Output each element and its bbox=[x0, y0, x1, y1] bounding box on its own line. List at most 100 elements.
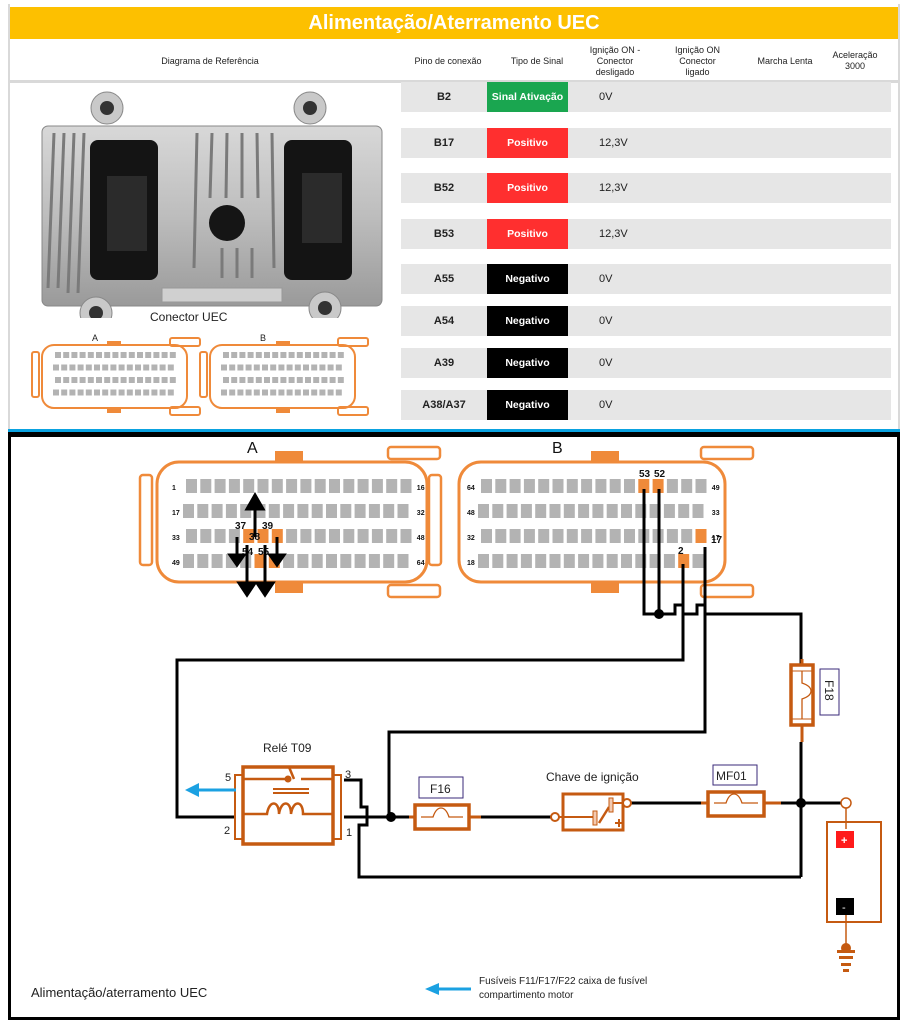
value-ign-off: 0V bbox=[599, 273, 613, 285]
mini-connector-pin bbox=[118, 389, 125, 396]
pin-row-label: 32 bbox=[467, 535, 475, 542]
battery-minus-label: - bbox=[842, 902, 846, 914]
connector-pin bbox=[386, 529, 398, 543]
fuse-mf01-label: MF01 bbox=[716, 769, 747, 783]
footer-note-line2: compartimento motor bbox=[479, 990, 574, 1001]
highlighted-pin bbox=[243, 529, 255, 543]
mini-connector-pin bbox=[145, 377, 152, 383]
section-divider bbox=[8, 429, 900, 432]
mini-connector-pin bbox=[126, 389, 133, 396]
mini-connector-pin bbox=[245, 364, 252, 371]
connector-pin bbox=[211, 554, 223, 568]
value-ign-off: 12,3V bbox=[599, 182, 628, 194]
diagram-footer-title: Alimentação/aterramento UEC bbox=[31, 985, 208, 1000]
connector-pin bbox=[666, 479, 678, 493]
mini-connector-a-latch bbox=[169, 406, 201, 416]
connector-pin bbox=[214, 479, 226, 493]
connector-pin bbox=[649, 504, 661, 518]
connector-pin bbox=[186, 479, 197, 493]
connector-pin bbox=[578, 554, 590, 568]
battery-plus-label: + bbox=[841, 835, 847, 847]
mini-connector-pin bbox=[137, 377, 143, 383]
mini-connector-pin bbox=[303, 364, 309, 371]
connector-pin bbox=[211, 504, 223, 518]
mini-connector-pin bbox=[311, 364, 318, 371]
fuse-f16-label: F16 bbox=[430, 782, 451, 796]
connector-pin bbox=[183, 554, 194, 568]
pin-row-label: 17 bbox=[172, 510, 180, 517]
value-ign-off: 12,3V bbox=[599, 137, 628, 149]
mini-connector-pin bbox=[161, 377, 168, 383]
mini-connector-pin bbox=[253, 389, 260, 396]
mini-connector-pin bbox=[223, 377, 229, 383]
mini-connector-pin bbox=[169, 377, 176, 383]
mini-connector-pin bbox=[104, 377, 111, 383]
mini-connector-pin bbox=[221, 364, 227, 371]
connector-pin bbox=[340, 504, 352, 518]
mini-connector-diagram: A B bbox=[31, 333, 369, 416]
highlighted-pin bbox=[254, 554, 266, 568]
pin-row-label: 49 bbox=[712, 485, 720, 492]
mini-connector-pin bbox=[85, 364, 92, 371]
connector-pin bbox=[692, 554, 704, 568]
mini-connector-pin bbox=[61, 389, 68, 396]
mini-connector-pin bbox=[118, 364, 125, 371]
mini-connector-b-latch bbox=[337, 337, 369, 347]
connector-pin bbox=[214, 529, 226, 543]
connector-pin bbox=[225, 554, 237, 568]
connector-pin bbox=[595, 529, 607, 543]
mini-connector-pin bbox=[102, 389, 109, 396]
mini-connector-pin bbox=[286, 389, 293, 396]
mini-connector-pin bbox=[278, 389, 285, 396]
pin-row-label: 32 bbox=[417, 510, 425, 517]
connector-pin bbox=[681, 479, 693, 493]
mini-connector-pin bbox=[237, 389, 244, 396]
mini-connector-pin bbox=[69, 389, 76, 396]
connector-pin bbox=[666, 529, 678, 543]
junction-dot bbox=[796, 798, 806, 808]
junction-dot bbox=[654, 609, 664, 619]
connector-pin bbox=[621, 554, 632, 568]
mini-connector-pin bbox=[311, 389, 318, 396]
mini-connector-pin bbox=[303, 389, 309, 396]
mini-connector-pin bbox=[286, 364, 293, 371]
pin-row-label: 33 bbox=[172, 535, 180, 542]
mini-connector-pin bbox=[255, 352, 262, 358]
connector-pin bbox=[340, 554, 352, 568]
value-ign-off: 0V bbox=[599, 315, 613, 327]
mini-connector-pin bbox=[327, 389, 334, 396]
connector-pin bbox=[254, 504, 266, 518]
mini-connector-pin bbox=[321, 352, 328, 358]
signal-type-badge: Negativo bbox=[487, 348, 568, 378]
connector-pin bbox=[492, 504, 504, 518]
connector-pin bbox=[383, 504, 395, 518]
footer-note-line1: Fusíveis F11/F17/F22 caixa de fusível bbox=[479, 976, 648, 987]
wires bbox=[175, 489, 841, 879]
highlighted-pin bbox=[257, 529, 269, 543]
mini-connector-pin bbox=[79, 352, 86, 358]
mini-connector-pin bbox=[262, 364, 268, 371]
mini-connector-pin bbox=[337, 377, 344, 383]
signal-type-badge: Negativo bbox=[487, 264, 568, 294]
connector-pin bbox=[635, 504, 647, 518]
pin-number-label: 52 bbox=[654, 469, 666, 480]
highlighted-pin bbox=[638, 479, 650, 493]
mini-connector-pin bbox=[237, 364, 244, 371]
pin-number-label: 38 bbox=[249, 532, 261, 543]
connector-pin bbox=[354, 504, 366, 518]
mini-connector-pin bbox=[55, 352, 61, 358]
mini-connector-pin bbox=[94, 364, 100, 371]
mini-connector-pin bbox=[313, 377, 320, 383]
battery-negative-terminal bbox=[836, 898, 854, 915]
connector-pin bbox=[578, 504, 590, 518]
connector-pin bbox=[552, 529, 564, 543]
pin-row-label: 1 bbox=[172, 485, 176, 492]
mini-connector-pin bbox=[335, 389, 342, 396]
mini-connector-pin bbox=[335, 364, 342, 371]
mini-connector-pin bbox=[247, 352, 254, 358]
connector-pin bbox=[563, 554, 575, 568]
connector-pin bbox=[271, 479, 283, 493]
signal-type-badge: Positivo bbox=[487, 173, 568, 203]
signal-type-badge: Positivo bbox=[487, 128, 568, 158]
